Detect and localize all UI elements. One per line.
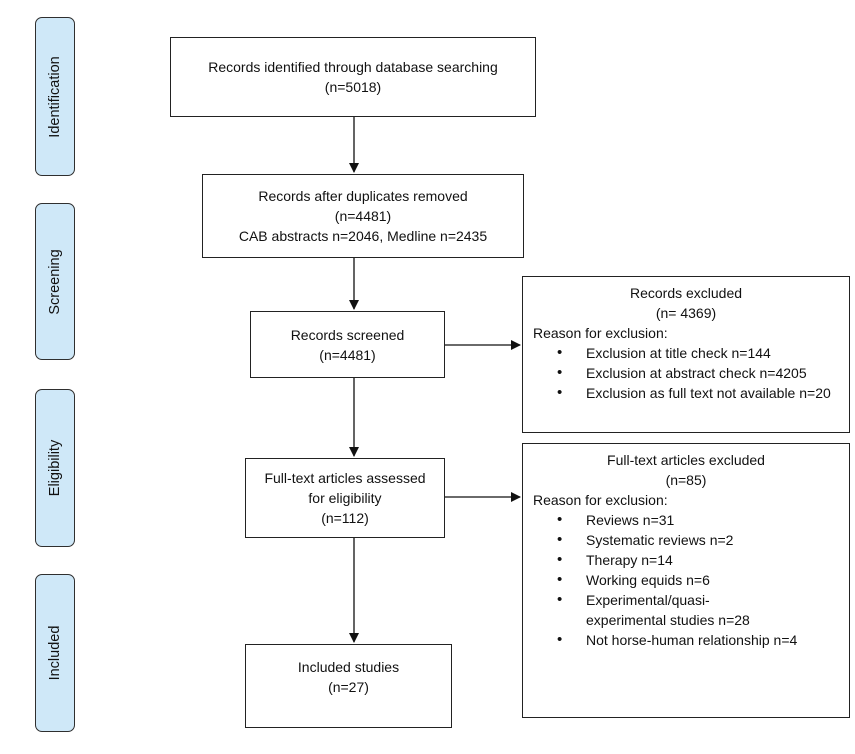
records-excluded-reason-label: Reason for exclusion: <box>533 325 668 341</box>
records-deduplicated-count: (n=4481) <box>334 208 392 224</box>
fulltext-excluded-box: Full-text articles excluded (n=85) Reaso… <box>522 443 850 718</box>
list-item: Exclusion at title check n=144 <box>533 343 839 363</box>
list-item: Working equids n=6 <box>533 570 839 590</box>
phase-screening: Screening <box>35 203 75 360</box>
list-item: Experimental/quasi-experimental studies … <box>533 590 839 630</box>
included-studies-label: Included studies <box>297 659 400 675</box>
records-identified-count: (n=5018) <box>324 79 382 95</box>
fulltext-assessed-box: Full-text articles assessed for eligibil… <box>245 458 445 538</box>
fulltext-excluded-title: Full-text articles excluded <box>607 452 765 468</box>
list-item: Reviews n=31 <box>533 510 839 530</box>
fulltext-assessed-label-1: Full-text articles assessed <box>264 470 426 486</box>
phase-identification-label: Identification <box>47 55 63 138</box>
records-screened-box: Records screened (n=4481) <box>250 311 445 378</box>
fulltext-assessed-count: (n=112) <box>321 510 369 526</box>
phase-eligibility: Eligibility <box>35 389 75 547</box>
included-studies-box: Included studies (n=27) <box>245 644 452 728</box>
fulltext-excluded-count: (n=85) <box>665 472 707 488</box>
records-excluded-count: (n= 4369) <box>655 305 717 321</box>
phase-screening-label: Screening <box>47 248 63 315</box>
list-item: Not horse-human relationship n=4 <box>533 630 839 650</box>
records-identified-label: Records identified through database sear… <box>208 59 498 75</box>
records-identified-box: Records identified through database sear… <box>170 37 536 117</box>
records-deduplicated-box: Records after duplicates removed (n=4481… <box>202 174 524 258</box>
list-item: Therapy n=14 <box>533 550 839 570</box>
list-item: Exclusion at abstract check n=4205 <box>533 363 839 383</box>
phase-included-label: Included <box>47 625 63 681</box>
records-screened-count: (n=4481) <box>319 346 376 363</box>
records-screened-label: Records screened <box>290 326 405 343</box>
records-excluded-reasons: Exclusion at title check n=144 Exclusion… <box>533 343 839 403</box>
fulltext-excluded-reasons: Reviews n=31 Systematic reviews n=2 Ther… <box>533 510 839 650</box>
phase-identification: Identification <box>35 17 75 176</box>
list-item: Systematic reviews n=2 <box>533 530 839 550</box>
fulltext-excluded-reason-label: Reason for exclusion: <box>533 492 668 508</box>
phase-eligibility-label: Eligibility <box>47 439 63 497</box>
phase-included: Included <box>35 574 75 732</box>
fulltext-assessed-label-2: for eligibility <box>308 490 382 506</box>
records-excluded-title: Records excluded <box>629 285 743 301</box>
records-deduplicated-sources: CAB abstracts n=2046, Medline n=2435 <box>238 228 488 244</box>
records-deduplicated-label: Records after duplicates removed <box>258 188 468 204</box>
included-studies-count: (n=27) <box>328 679 369 695</box>
list-item: Exclusion as full text not available n=2… <box>533 383 839 403</box>
records-excluded-box: Records excluded (n= 4369) Reason for ex… <box>522 276 850 433</box>
